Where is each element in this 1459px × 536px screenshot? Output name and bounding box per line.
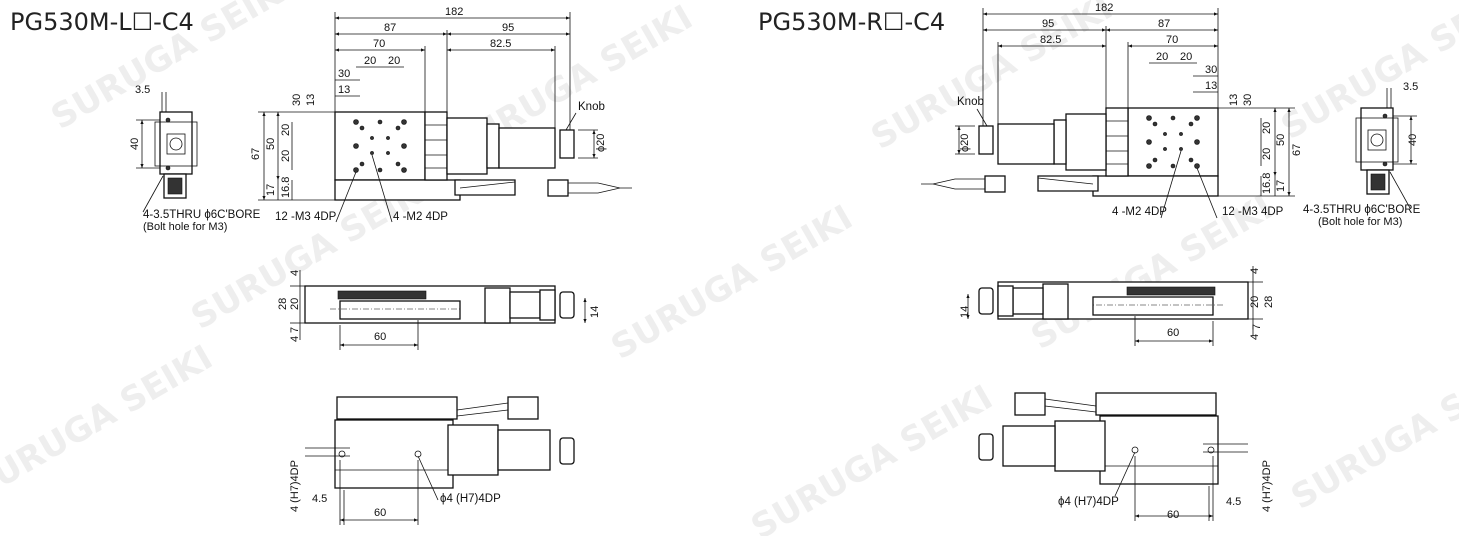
dimension-label: 30 <box>291 94 303 106</box>
dimension-label: 20 <box>1261 122 1273 134</box>
dimension-label: 70 <box>373 38 385 50</box>
dimension-label: 20 <box>280 124 292 136</box>
dimension-label: 4 (H7)4DP <box>289 460 301 512</box>
dimension-label: 40 <box>129 138 141 150</box>
dimension-label: 4 <box>1249 334 1261 340</box>
dimension-label: 28 <box>1263 296 1275 308</box>
right-drawing-pg530m-r: PG530M-R☐-C4 182 95 87 82.5 70 20 20 30 … <box>758 2 1421 521</box>
dimension-label: 60 <box>374 507 386 519</box>
dimension-label: ϕ4 (H7)4DP <box>1058 496 1119 508</box>
watermark-logo: SURUGA SEIKI <box>745 377 1000 536</box>
watermark-logo: SURUGA SEIKI <box>0 337 219 507</box>
dimension-label: 13 <box>1205 80 1217 92</box>
dimension-label: 3.5 <box>1403 81 1418 93</box>
dimension-label: 20 <box>289 298 301 310</box>
side-view-dimensions: 4 20 28 7 4 60 14 <box>959 268 1275 340</box>
dimension-label: 20 <box>364 55 376 67</box>
dimension-label: 4 (H7)4DP <box>1261 460 1273 512</box>
dimension-label: 40 <box>1407 134 1419 146</box>
dimension-label: 3.5 <box>135 84 150 96</box>
dimension-label: 70 <box>1166 34 1178 46</box>
dimension-label: 87 <box>1158 18 1170 30</box>
knob-label: Knob <box>578 101 605 113</box>
dimension-label: 14 <box>959 306 971 318</box>
dimension-label: 13 <box>305 94 317 106</box>
dimension-label: 20 <box>1249 296 1261 308</box>
dimension-label: 60 <box>1167 509 1179 521</box>
dimension-label: 20 <box>1261 148 1273 160</box>
dimension-label: 13 <box>1228 94 1240 106</box>
dimension-label: 30 <box>1205 64 1217 76</box>
dimension-label: ϕ4 (H7)4DP <box>440 493 501 505</box>
dimension-label: 13 <box>338 84 350 96</box>
dimension-label: 4 <box>289 270 301 276</box>
dimension-label: 4.5 <box>1226 496 1241 508</box>
dimension-label: 30 <box>338 68 350 80</box>
dimension-label: 87 <box>384 22 396 34</box>
dimension-label: 67 <box>1291 144 1303 156</box>
dimension-label: 20 <box>280 150 292 162</box>
side-view-dimensions: 4 28 20 7 4 60 14 <box>277 270 601 343</box>
dimension-label: 82.5 <box>490 38 511 50</box>
dimension-label: 20 <box>1156 51 1168 63</box>
dimension-label: 28 <box>277 298 289 310</box>
dimension-label: 95 <box>502 22 514 34</box>
dimension-label: ϕ20 <box>595 134 607 152</box>
dimension-label: 182 <box>445 6 463 18</box>
dimension-label: 20 <box>388 55 400 67</box>
end-view-dimensions: 3.5 40 4-3.5THRU ϕ6C'BORE (Bolt hole for… <box>1303 81 1421 228</box>
callout-m3: 12 -M3 4DP <box>275 211 337 223</box>
dimension-label: (Bolt hole for M3) <box>143 221 227 233</box>
dimension-label: 50 <box>265 138 277 150</box>
callout-m2: 4 -M2 4DP <box>1112 206 1167 218</box>
dimension-label: 4-3.5THRU ϕ6C'BORE <box>1303 204 1421 216</box>
dimension-label: 95 <box>1042 18 1054 30</box>
watermark-logo: SURUGA SEIKI <box>605 197 860 367</box>
bottom-view-dimensions: 4 (H7)4DP 4.5 60 ϕ4 (H7)4DP <box>289 460 501 519</box>
knob-label: Knob <box>957 96 984 108</box>
dimension-label: 17 <box>1275 180 1287 192</box>
dimension-label: 16.8 <box>1261 173 1273 194</box>
end-view-dimensions: 3.5 40 4-3.5THRU ϕ6C'BORE (Bolt hole for… <box>129 84 261 233</box>
dimension-label: 4.5 <box>312 493 327 505</box>
top-view-dimensions: 182 87 95 70 82.5 20 20 30 13 30 13 20 2… <box>250 6 607 223</box>
callout-m3: 12 -M3 4DP <box>1222 206 1284 218</box>
dimension-label: 30 <box>1242 94 1254 106</box>
dimension-label: 60 <box>1167 327 1179 339</box>
dimension-label: 20 <box>1180 51 1192 63</box>
dimension-label: 14 <box>589 306 601 318</box>
dimension-label: 4-3.5THRU ϕ6C'BORE <box>143 209 261 221</box>
dimension-label: 50 <box>1275 134 1287 146</box>
dimension-label: 182 <box>1095 2 1113 14</box>
dimension-label: 7 <box>1251 324 1263 330</box>
left-drawing-pg530m-l: PG530M-L☐-C4 182 87 95 70 82.5 20 20 30 … <box>10 6 632 525</box>
dimension-label: 4 <box>289 336 301 342</box>
dimension-label: (Bolt hole for M3) <box>1318 216 1402 228</box>
drawing-title: PG530M-L☐-C4 <box>10 8 194 36</box>
dimension-label: 16.8 <box>280 177 292 198</box>
dimension-label: 4 <box>1249 268 1261 274</box>
watermark-logo: SURUGA SEIKI <box>1285 347 1459 517</box>
top-view-dimensions: 182 95 87 82.5 70 20 20 30 13 13 30 20 2… <box>957 2 1303 218</box>
dimension-label: 60 <box>374 331 386 343</box>
dimension-label: 7 <box>289 327 301 333</box>
dimension-label: 67 <box>250 148 262 160</box>
bottom-view-dimensions: ϕ4 (H7)4DP 60 4.5 4 (H7)4DP <box>1058 460 1273 521</box>
callout-m2: 4 -M2 4DP <box>393 211 448 223</box>
drawing-title: PG530M-R☐-C4 <box>758 8 945 36</box>
dimension-label: 82.5 <box>1040 34 1061 46</box>
dimension-label: 17 <box>265 184 277 196</box>
dimension-label: ϕ20 <box>959 134 971 152</box>
